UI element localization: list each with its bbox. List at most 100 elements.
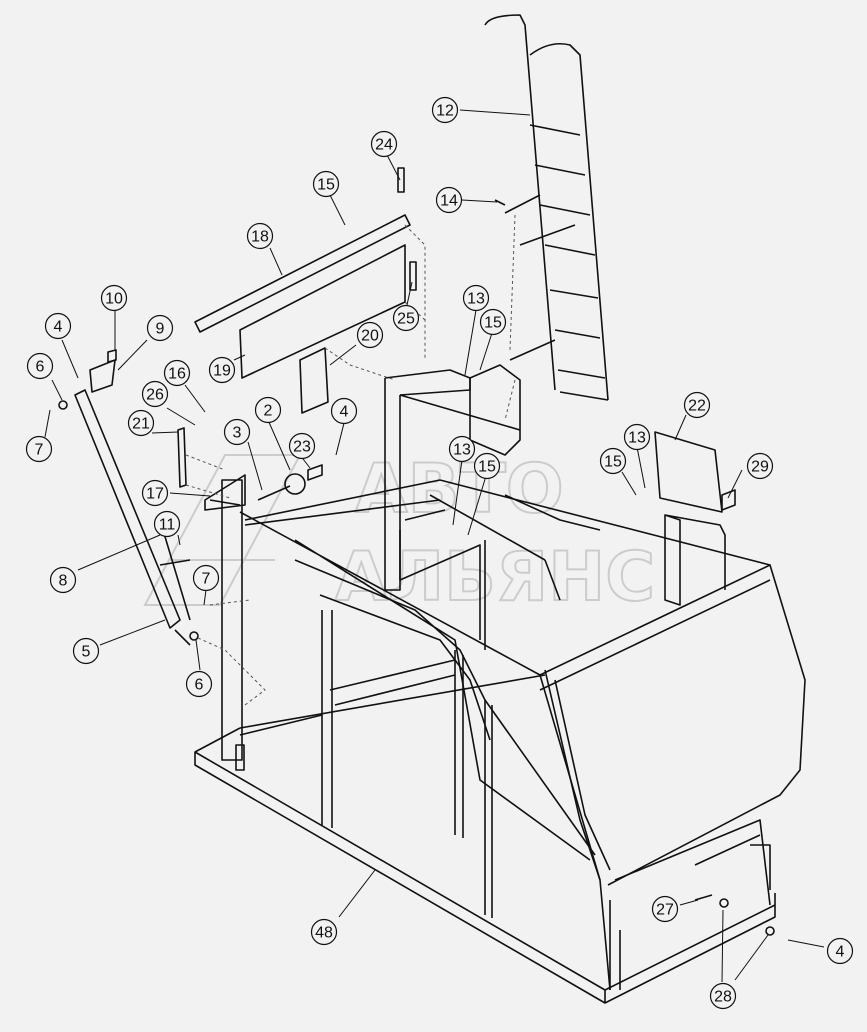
callout-number: 7 bbox=[202, 571, 211, 588]
callout-circle bbox=[26, 352, 54, 380]
ladder-rungs bbox=[529, 124, 609, 401]
callout-number: 6 bbox=[36, 359, 45, 376]
callout-number: 22 bbox=[688, 398, 706, 415]
callout-circle bbox=[826, 937, 854, 965]
watermark-line1: АВТО bbox=[355, 450, 564, 529]
callout-24: 24 bbox=[370, 130, 398, 158]
callout-number: 4 bbox=[54, 319, 63, 336]
callout-circle bbox=[683, 391, 711, 419]
callout-number: 20 bbox=[361, 328, 379, 345]
callout-number: 12 bbox=[436, 103, 454, 120]
callout-circle bbox=[462, 284, 490, 312]
callout-circle bbox=[44, 312, 72, 340]
callout-number: 5 bbox=[82, 644, 91, 661]
base-frame bbox=[194, 727, 776, 1004]
callout-21: 21 bbox=[127, 409, 155, 437]
callout-circle bbox=[163, 359, 191, 387]
callout-circle bbox=[141, 380, 169, 408]
callout-number: 2 bbox=[264, 403, 273, 420]
chain-strip bbox=[399, 394, 601, 531]
right-post bbox=[664, 514, 726, 606]
watermark-line2: АЛЬЯНС bbox=[335, 538, 655, 617]
callout-circle bbox=[185, 670, 213, 698]
rear-upright-left bbox=[384, 378, 401, 591]
callout-8: 8 bbox=[49, 566, 77, 594]
callout-4: 4 bbox=[826, 937, 854, 965]
callout-4: 4 bbox=[44, 312, 72, 340]
ladder-rail-left bbox=[484, 14, 556, 391]
hopper-back-rail bbox=[429, 479, 771, 601]
left-upright bbox=[204, 474, 246, 761]
callout-circle bbox=[599, 447, 627, 475]
bushing-23 bbox=[307, 464, 323, 481]
callout-circle bbox=[72, 637, 100, 665]
callout-circle bbox=[192, 564, 220, 592]
callout-circle bbox=[223, 418, 251, 446]
callout-circle bbox=[330, 397, 358, 425]
callout-circle bbox=[448, 435, 476, 463]
callout-number: 16 bbox=[168, 366, 186, 383]
side-plate bbox=[654, 431, 723, 513]
callout-number: 8 bbox=[59, 573, 68, 590]
callout-circle bbox=[310, 918, 338, 946]
callout-number: 18 bbox=[251, 229, 269, 246]
callout-13: 13 bbox=[623, 423, 651, 451]
callout-48: 48 bbox=[310, 918, 338, 946]
callout-9: 9 bbox=[146, 314, 174, 342]
ladder-braces bbox=[504, 194, 576, 361]
callout-circle bbox=[208, 356, 236, 384]
callout-circle bbox=[312, 170, 340, 198]
callout-circle bbox=[25, 435, 53, 463]
bolt-24 bbox=[397, 167, 405, 193]
callout-27: 27 bbox=[651, 895, 679, 923]
callout-13: 13 bbox=[462, 284, 490, 312]
callout-20: 20 bbox=[356, 321, 384, 349]
callout-circle bbox=[288, 432, 316, 460]
pin-11 bbox=[159, 559, 191, 566]
callout-12: 12 bbox=[431, 96, 459, 124]
callout-circle bbox=[49, 566, 77, 594]
callout-number: 13 bbox=[628, 430, 646, 447]
callout-number: 15 bbox=[484, 315, 502, 332]
callout-circle bbox=[392, 304, 420, 332]
callout-circle bbox=[254, 396, 282, 424]
bolt-25 bbox=[409, 261, 417, 291]
callout-26: 26 bbox=[141, 380, 169, 408]
callout-3: 3 bbox=[223, 418, 251, 446]
callout-circle bbox=[473, 452, 501, 480]
callout-number: 21 bbox=[132, 416, 150, 433]
callout-number: 10 bbox=[105, 291, 123, 308]
callout-number: 13 bbox=[453, 442, 471, 459]
callout-4: 4 bbox=[330, 397, 358, 425]
callout-13: 13 bbox=[448, 435, 476, 463]
callout-number: 24 bbox=[375, 137, 393, 154]
callout-circle bbox=[246, 222, 274, 250]
hopper-front bbox=[539, 564, 806, 886]
callout-5: 5 bbox=[72, 637, 100, 665]
left-upright-pins bbox=[235, 744, 245, 771]
callout-circle bbox=[651, 895, 679, 923]
plate-20 bbox=[299, 347, 329, 414]
callout-19: 19 bbox=[208, 356, 236, 384]
callout-14: 14 bbox=[435, 186, 463, 214]
callout-number: 7 bbox=[35, 442, 44, 459]
callout-number: 6 bbox=[195, 677, 204, 694]
callout-circle bbox=[100, 284, 128, 312]
callout-circle bbox=[356, 321, 384, 349]
callout-number: 15 bbox=[317, 177, 335, 194]
rear-upright-top bbox=[384, 369, 471, 396]
rear-plate bbox=[469, 364, 521, 456]
callout-circle bbox=[153, 510, 181, 538]
callout-15: 15 bbox=[473, 452, 501, 480]
callout-number: 15 bbox=[604, 454, 622, 471]
washer-6b bbox=[189, 631, 199, 641]
callout-22: 22 bbox=[683, 391, 711, 419]
callout-17: 17 bbox=[141, 479, 169, 507]
washer-28a bbox=[719, 898, 729, 908]
callout-6: 6 bbox=[26, 352, 54, 380]
callout-number: 4 bbox=[340, 404, 349, 421]
callout-6: 6 bbox=[185, 670, 213, 698]
plate-19 bbox=[239, 244, 406, 379]
